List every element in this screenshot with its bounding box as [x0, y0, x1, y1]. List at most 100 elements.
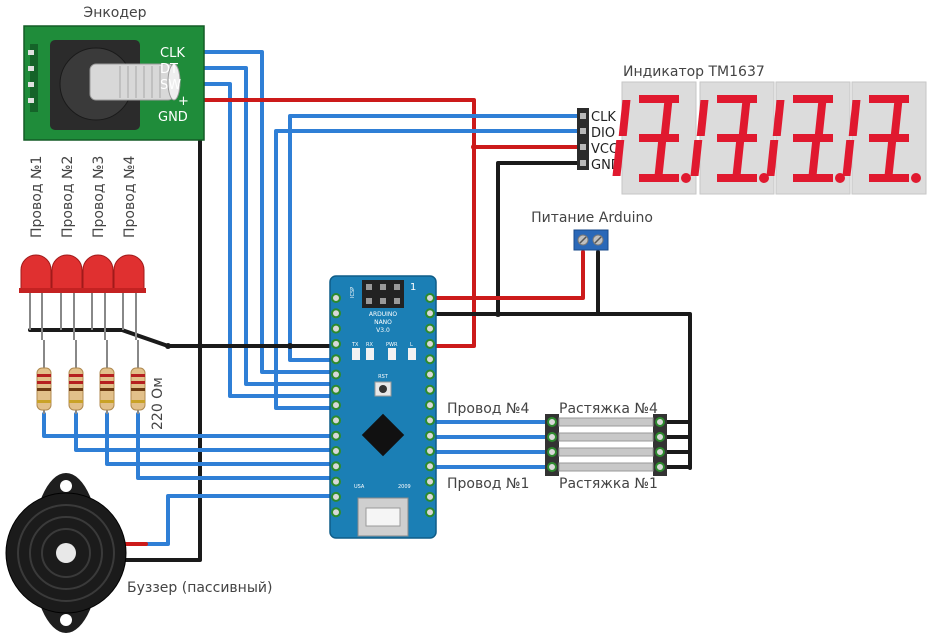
wire-encoder-clk: [198, 50, 338, 374]
segment-vertical: [612, 140, 625, 176]
segment-horizontal: [869, 134, 909, 142]
arduino-led-rx: [366, 348, 374, 360]
led-2: [50, 254, 84, 340]
encoder-shaft-tip: [167, 63, 181, 101]
resistor-1-band: [37, 374, 51, 377]
junction-dot: [197, 343, 203, 349]
encoder-shaft-ridges: [119, 66, 161, 98]
arduino-pin-left: [331, 354, 341, 365]
arduino-pin-left: [331, 369, 341, 380]
junction-dot: [471, 144, 477, 150]
encoder-pin-dt: DT: [160, 62, 178, 77]
arduino-pin-left: [331, 430, 341, 441]
resistor-1: [36, 340, 52, 414]
buzzer-mount-hole: [60, 480, 72, 492]
arduino-pin-left: [331, 476, 341, 487]
arduino-pin-right: [425, 476, 435, 487]
arduino-pin-right: [425, 461, 435, 472]
icsp-pin: [394, 298, 400, 304]
resistor-4-band: [131, 374, 145, 377]
encoder-pad: [28, 82, 34, 87]
display-pin-clk: CLK: [591, 110, 616, 125]
arduino-pin-one-mark: 1: [410, 282, 416, 293]
arduino-led-l: [408, 348, 416, 360]
tension-pin: [547, 462, 557, 472]
resistor-2-band: [69, 388, 83, 391]
resistor-4-band: [131, 388, 145, 391]
wire-led-2: [74, 412, 338, 452]
wire-led-1: [42, 412, 338, 438]
arduino-pwr-label: PWR: [386, 342, 398, 348]
wire-power-positive: [428, 250, 585, 300]
resistor-2-band: [69, 381, 83, 384]
encoder-pin-sw: SW: [160, 78, 181, 93]
segment-vertical: [842, 140, 855, 176]
led-label-2: Провод №2: [60, 156, 76, 238]
wire4-label: Провод №4: [447, 401, 529, 417]
segment-horizontal: [639, 134, 679, 142]
segment-horizontal: [793, 174, 833, 182]
arduino-name-1: ARDUINO: [369, 311, 398, 318]
tension-pin: [655, 462, 665, 472]
segment-vertical: [814, 100, 827, 136]
wire-ground-bus: [496, 312, 692, 470]
segment-horizontal: [717, 95, 757, 103]
resistor-2-band: [69, 374, 83, 377]
tension-pin: [547, 417, 557, 427]
arduino-pin-left: [331, 415, 341, 426]
buzzer-label: Буззер (пассивный): [127, 580, 272, 596]
arduino-year-label: 2009: [398, 484, 411, 490]
arduino-pin-left: [331, 293, 341, 303]
arduino-usb-inner: [365, 507, 401, 527]
arduino-pin-left: [331, 338, 341, 349]
segment-vertical: [766, 140, 779, 176]
resistor-3-band: [100, 381, 114, 384]
tension-pin: [547, 432, 557, 442]
arduino-pin-right: [425, 369, 435, 380]
resistor-3-band: [100, 400, 114, 403]
display-digit-4: [842, 81, 927, 195]
led-label-1: Провод №1: [29, 156, 45, 238]
encoder-smd-pads: [28, 50, 34, 103]
display-pin-dio: DIO: [591, 126, 615, 141]
arduino-reset-cap[interactable]: [379, 385, 387, 393]
arduino-name-2: NANO: [374, 319, 392, 326]
display-pin-header: [577, 108, 589, 170]
encoder-pin-vcc: +: [178, 94, 189, 109]
segment-horizontal: [639, 174, 679, 182]
resistor-4-band: [131, 381, 145, 384]
power-terminal-screw-slot: [579, 236, 587, 244]
display-digit-2: [690, 81, 775, 195]
tension-strand: [558, 432, 654, 442]
segment-vertical: [848, 100, 861, 136]
segment-vertical: [884, 140, 897, 176]
junction-dot: [165, 343, 171, 349]
resistor-1-band: [37, 381, 51, 384]
arduino-pin-left: [331, 323, 341, 334]
arduino-pin-left: [331, 491, 341, 502]
led-4-dome: [113, 254, 145, 291]
arduino-pin-right: [425, 507, 435, 518]
buzzer-ring: [29, 516, 103, 590]
arduino-pin-right: [425, 308, 435, 319]
icsp-pin: [380, 284, 386, 290]
wires: [28, 50, 692, 562]
segment-dot: [681, 173, 691, 183]
tension-strands: [547, 417, 665, 472]
arduino-pin-right: [425, 491, 435, 502]
buzzer-ring: [17, 504, 115, 602]
segment-vertical: [654, 140, 667, 176]
wire-led-3: [105, 412, 338, 466]
arduino-name-3: V3.0: [376, 327, 390, 334]
arduino-icsp-pins: [366, 284, 400, 304]
arduino-pin-left: [331, 400, 341, 411]
wire-encoder-vcc: [198, 98, 476, 348]
display-header-pins: [580, 113, 586, 166]
arduino-pin-left: [331, 461, 341, 472]
led-4-rim: [112, 288, 146, 293]
arduino-pin-left: [331, 446, 341, 456]
led-3-dome: [82, 254, 114, 291]
resistor-4-band: [131, 400, 145, 403]
segment-horizontal: [869, 174, 909, 182]
power-terminal-label: Питание Arduino: [531, 210, 653, 226]
